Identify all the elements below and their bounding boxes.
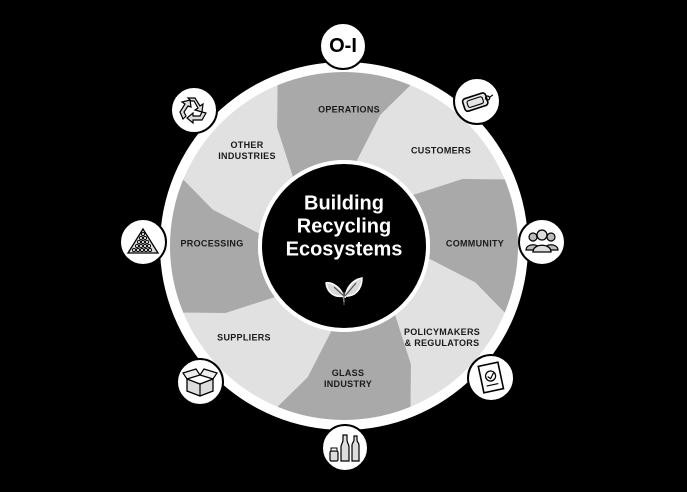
segment-label-other-industries: OTHER INDUSTRIES — [218, 140, 276, 161]
segment-policymakers — [395, 258, 505, 407]
segment-operations — [277, 72, 411, 177]
segment-label-glass-industry: GLASS INDUSTRY — [323, 368, 373, 389]
center-circle — [258, 160, 430, 332]
segment-label-policymakers: POLICYMAKERS & REGULATORS — [403, 327, 481, 348]
bottles-icon — [320, 423, 370, 473]
segment-label-processing: PROCESSING — [180, 238, 244, 249]
logo-icon: O-I — [318, 21, 368, 71]
segments-layer — [170, 72, 518, 420]
segment-customers — [356, 85, 505, 195]
segment-processing — [170, 179, 275, 313]
segment-glass-industry — [277, 315, 411, 420]
segment-other-industries — [183, 85, 293, 234]
tag-icon — [452, 76, 502, 126]
segment-community — [413, 179, 518, 313]
segment-label-operations: OPERATIONS — [318, 104, 380, 115]
segment-suppliers — [183, 297, 332, 407]
people-icon — [517, 217, 567, 267]
box-icon — [175, 357, 225, 407]
segment-label-customers: CUSTOMERS — [410, 145, 472, 156]
center-title: Building Recycling Ecosystems — [285, 192, 403, 261]
document-icon — [466, 353, 516, 403]
leaf-icon — [324, 272, 364, 306]
logo-text: O-I — [329, 34, 357, 57]
segment-label-suppliers: SUPPLIERS — [217, 332, 271, 343]
recycle-icon — [169, 85, 219, 135]
segment-label-community: COMMUNITY — [445, 238, 505, 249]
cullet-pile-icon — [118, 217, 168, 267]
